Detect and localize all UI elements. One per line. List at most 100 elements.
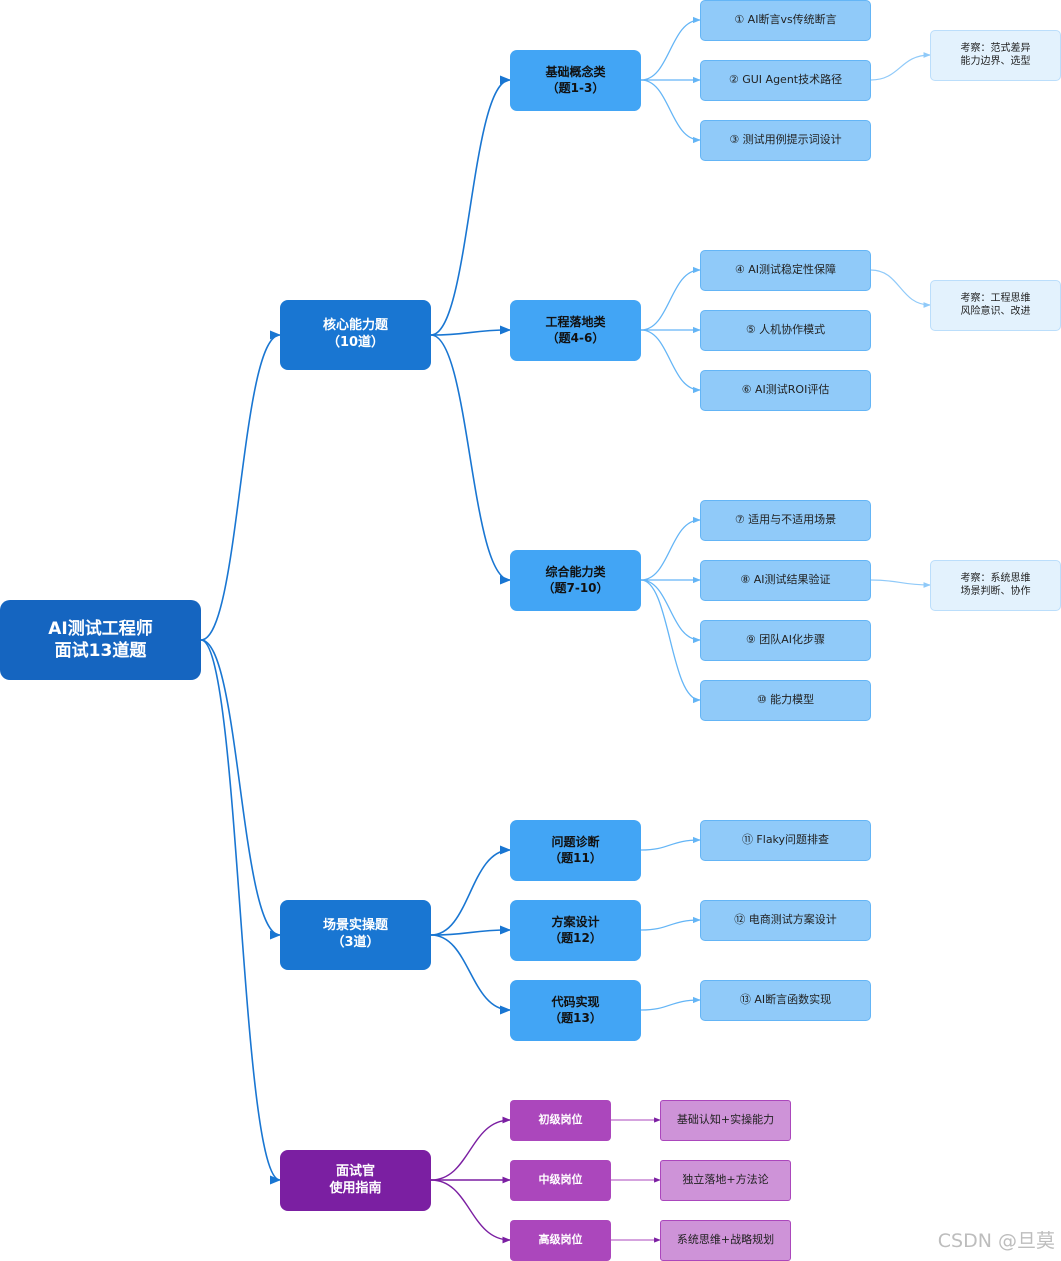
level-senior: 高级岗位 bbox=[510, 1220, 611, 1261]
requirement-junior-text: 基础认知+实操能力 bbox=[676, 1113, 775, 1127]
question-5-label: ⑤ 人机协作模式 bbox=[745, 323, 826, 337]
group-basic-name: 基础概念类 bbox=[545, 64, 606, 79]
requirement-senior-text: 系统思维+战略规划 bbox=[676, 1233, 775, 1247]
category-core-count: （10道） bbox=[326, 335, 385, 350]
note-engineering: 考察：工程思维 风险意识、改进 bbox=[930, 280, 1061, 331]
edge-scenario-design bbox=[430, 925, 512, 936]
requirement-mid-text: 独立落地+方法论 bbox=[682, 1173, 769, 1187]
edge-root-scenario bbox=[200, 639, 282, 940]
question-7: ⑦ 适用与不适用场景 bbox=[700, 500, 871, 541]
category-scenario: 场景实操题 （3道） bbox=[280, 900, 431, 970]
group-diagnosis: 问题诊断 （题11） bbox=[510, 820, 641, 881]
requirement-senior: 系统思维+战略规划 bbox=[660, 1220, 791, 1261]
edge-comp-q10 bbox=[640, 579, 701, 704]
edge-basic-q3 bbox=[640, 79, 701, 144]
root-title-line1: AI测试工程师 bbox=[48, 618, 153, 639]
requirement-mid: 独立落地+方法论 bbox=[660, 1160, 791, 1201]
root-node: AI测试工程师 面试13道题 bbox=[0, 600, 201, 680]
edge-q4-note bbox=[870, 269, 931, 308]
question-1: ① AI断言vs传统断言 bbox=[700, 0, 871, 41]
question-11: ⑪ Flaky问题排查 bbox=[700, 820, 871, 861]
question-6-label: ⑥ AI测试ROI评估 bbox=[741, 383, 830, 397]
question-12: ⑫ 电商测试方案设计 bbox=[700, 900, 871, 941]
group-engineering-range: （题4-6） bbox=[546, 330, 605, 345]
group-comprehensive-range: （题7-10） bbox=[542, 580, 609, 595]
level-senior-name: 高级岗位 bbox=[538, 1233, 583, 1247]
question-9-label: ⑨ 团队AI化步骤 bbox=[745, 633, 826, 647]
note-basic: 考察：范式差异 能力边界、选型 bbox=[930, 30, 1061, 81]
group-engineering-name: 工程落地类 bbox=[545, 314, 606, 329]
watermark: CSDN @旦莫 bbox=[937, 1230, 1055, 1252]
question-2: ② GUI Agent技术路径 bbox=[700, 60, 871, 101]
edge-q8-note bbox=[870, 579, 931, 588]
edge-root-core bbox=[200, 330, 282, 641]
group-diagnosis-range: （题11） bbox=[549, 850, 602, 865]
edge-core-comprehensive bbox=[430, 334, 512, 585]
requirement-junior: 基础认知+实操能力 bbox=[660, 1100, 791, 1141]
note-comprehensive: 考察：系统思维 场景判断、协作 bbox=[930, 560, 1061, 611]
note-engineering-line2: 风险意识、改进 bbox=[960, 305, 1031, 317]
edge-scenario-diagnosis bbox=[430, 845, 512, 936]
group-code: 代码实现 （题13） bbox=[510, 980, 641, 1041]
edge-diag-q11 bbox=[640, 836, 701, 851]
question-13-label: ⑬ AI断言函数实现 bbox=[739, 993, 832, 1007]
group-comprehensive: 综合能力类 （题7-10） bbox=[510, 550, 641, 611]
edge-scenario-code bbox=[430, 934, 512, 1015]
level-junior-name: 初级岗位 bbox=[538, 1113, 583, 1127]
level-mid-name: 中级岗位 bbox=[538, 1173, 583, 1187]
edge-q2-note bbox=[870, 52, 931, 81]
group-diagnosis-name: 问题诊断 bbox=[551, 834, 600, 849]
group-design-range: （题12） bbox=[549, 930, 602, 945]
group-comprehensive-name: 综合能力类 bbox=[545, 564, 606, 579]
root-title-line2: 面试13道题 bbox=[54, 641, 147, 661]
edge-design-q12 bbox=[640, 916, 701, 931]
edge-basic-q1 bbox=[640, 16, 701, 81]
group-code-range: （题13） bbox=[549, 1010, 602, 1025]
question-6: ⑥ AI测试ROI评估 bbox=[700, 370, 871, 411]
category-core-title: 核心能力题 bbox=[322, 318, 388, 334]
edge-eng-q6 bbox=[640, 329, 701, 394]
edge-guide-junior bbox=[430, 1116, 511, 1181]
group-basic: 基础概念类 （题1-3） bbox=[510, 50, 641, 111]
level-mid: 中级岗位 bbox=[510, 1160, 611, 1201]
edge-guide-senior bbox=[430, 1179, 511, 1244]
group-code-name: 代码实现 bbox=[551, 994, 600, 1009]
category-core: 核心能力题 （10道） bbox=[280, 300, 431, 370]
group-design-name: 方案设计 bbox=[551, 914, 600, 929]
question-10: ⑩ 能力模型 bbox=[700, 680, 871, 721]
question-12-label: ⑫ 电商测试方案设计 bbox=[734, 913, 837, 927]
category-scenario-title: 场景实操题 bbox=[322, 918, 388, 934]
category-guide-line2: 使用指南 bbox=[329, 1180, 382, 1196]
note-engineering-line1: 考察：工程思维 bbox=[960, 293, 1031, 304]
note-basic-line1: 考察：范式差异 bbox=[960, 43, 1031, 54]
note-comprehensive-line2: 场景判断、协作 bbox=[960, 585, 1031, 597]
edge-comp-q7 bbox=[640, 516, 701, 581]
question-10-label: ⑩ 能力模型 bbox=[756, 693, 815, 707]
question-2-label: ② GUI Agent技术路径 bbox=[728, 73, 843, 87]
question-8: ⑧ AI测试结果验证 bbox=[700, 560, 871, 601]
group-design: 方案设计 （题12） bbox=[510, 900, 641, 961]
edge-code-q13 bbox=[640, 996, 701, 1011]
question-7-label: ⑦ 适用与不适用场景 bbox=[734, 513, 837, 527]
category-scenario-count: （3道） bbox=[331, 935, 380, 950]
edge-core-engineering bbox=[430, 325, 512, 336]
group-engineering: 工程落地类 （题4-6） bbox=[510, 300, 641, 361]
note-comprehensive-line1: 考察：系统思维 bbox=[960, 573, 1031, 584]
edge-comp-q9 bbox=[640, 579, 701, 644]
edge-core-basic bbox=[430, 75, 512, 336]
question-4: ④ AI测试稳定性保障 bbox=[700, 250, 871, 291]
group-basic-range: （题1-3） bbox=[546, 80, 605, 95]
category-guide: 面试官 使用指南 bbox=[280, 1150, 431, 1211]
question-11-label: ⑪ Flaky问题排查 bbox=[741, 833, 830, 847]
question-3-label: ③ 测试用例提示词设计 bbox=[729, 133, 842, 147]
question-3: ③ 测试用例提示词设计 bbox=[700, 120, 871, 161]
level-junior: 初级岗位 bbox=[510, 1100, 611, 1141]
question-9: ⑨ 团队AI化步骤 bbox=[700, 620, 871, 661]
question-5: ⑤ 人机协作模式 bbox=[700, 310, 871, 351]
question-13: ⑬ AI断言函数实现 bbox=[700, 980, 871, 1021]
note-basic-line2: 能力边界、选型 bbox=[960, 55, 1031, 67]
edge-eng-q4 bbox=[640, 266, 701, 331]
question-1-label: ① AI断言vs传统断言 bbox=[734, 13, 837, 27]
edge-root-guide bbox=[200, 639, 282, 1185]
